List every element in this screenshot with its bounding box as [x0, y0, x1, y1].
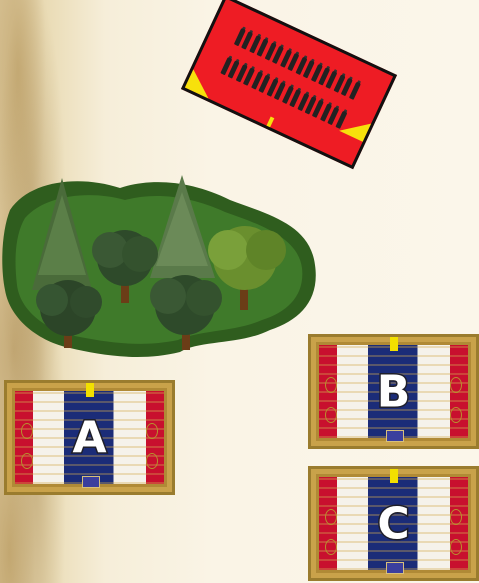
flag-b[interactable]: B [308, 334, 479, 449]
flag-base-marker [82, 476, 100, 488]
unit-center-marker [266, 117, 274, 128]
flag-staff-marker [390, 469, 398, 483]
infantry-unit[interactable] [181, 0, 397, 169]
flag-base-marker [386, 430, 404, 442]
woods-terrain[interactable] [0, 170, 320, 360]
flag-staff-marker [390, 337, 398, 351]
flag-c[interactable]: C [308, 466, 479, 581]
flag-letter: B [311, 366, 476, 417]
flag-letter: C [311, 498, 476, 549]
flag-staff-marker [86, 383, 94, 397]
flag-base-marker [386, 562, 404, 574]
flag-a[interactable]: A [4, 380, 175, 495]
unit-marker-left [185, 69, 217, 98]
flag-letter: A [7, 412, 172, 463]
